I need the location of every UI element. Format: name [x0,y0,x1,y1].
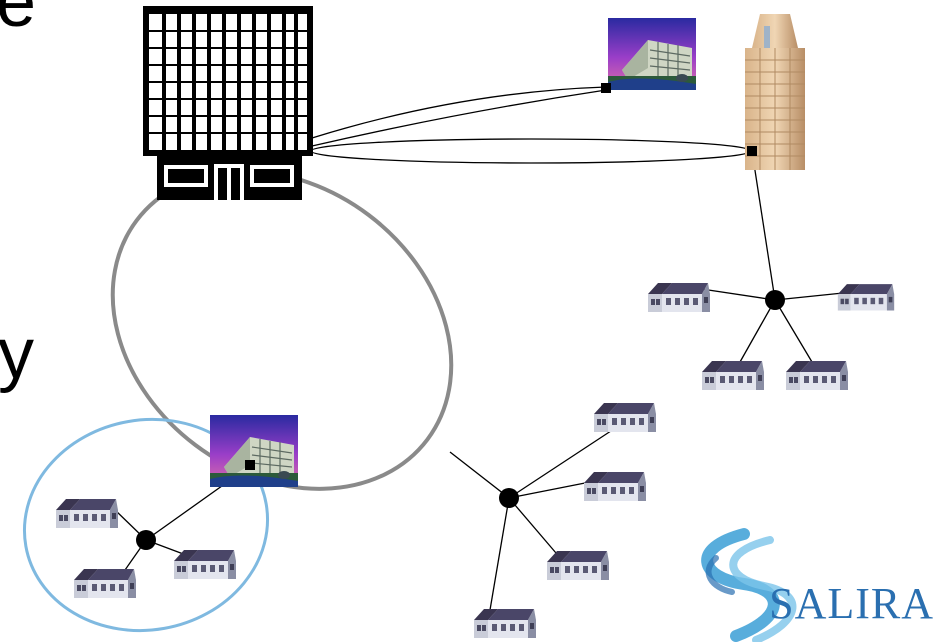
campus-building-icon [210,414,298,488]
hub-node-access [136,530,156,550]
hub-node-center [499,488,519,508]
slide-text-fragment-top: e [0,0,37,42]
house-icon [474,609,536,638]
campus-building-icon [601,17,696,93]
center-hub-links [449,424,621,611]
house-icon [648,283,710,312]
house-icon [56,499,118,528]
house-icon [547,551,609,580]
house-icon [786,361,848,390]
salira-logo: SALIRA [701,528,934,642]
salira-swirl-icon [701,528,797,642]
hub-node-tower [765,290,785,310]
house-icon [594,403,656,432]
house-icon [837,284,895,311]
core-ring [110,169,454,491]
access-ring [22,417,270,633]
wan-links [310,86,752,164]
office-building-icon [143,6,313,200]
skyscraper-icon [745,14,805,170]
logo-text: SALIRA [769,579,934,628]
slide-text-fragment-mid: y [0,314,34,394]
tower-links [694,150,844,363]
house-icon [74,569,136,598]
house-icon [174,550,236,579]
house-icon [584,472,646,501]
house-icon [702,361,764,390]
